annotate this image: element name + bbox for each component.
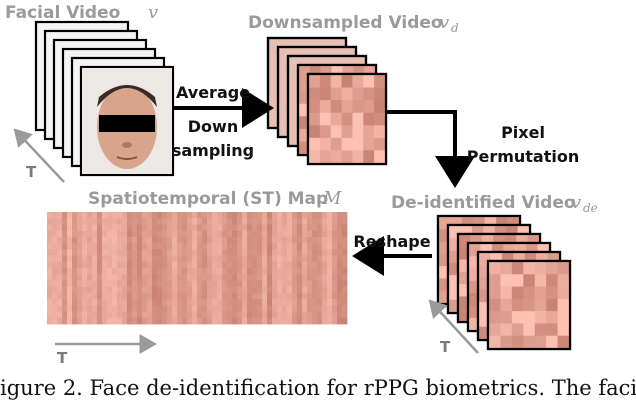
facial-video-label: Facial Video v xyxy=(5,2,158,23)
svg-text:De-identified Video: De-identified Video xyxy=(391,193,576,213)
svg-text:M: M xyxy=(322,188,342,209)
svg-text:v: v xyxy=(571,192,581,213)
svg-text:sampling: sampling xyxy=(172,141,254,160)
downsampled-video-stack xyxy=(266,36,388,166)
facial-video-stack xyxy=(34,20,175,177)
svg-text:T: T xyxy=(26,163,37,181)
svg-text:Downsampled Video: Downsampled Video xyxy=(248,13,443,33)
svg-text:de: de xyxy=(583,201,598,215)
average-downsampling-arrow: Average Down sampling xyxy=(172,83,274,160)
time-axis-deidentified: T xyxy=(428,299,479,356)
svg-text:Permutation: Permutation xyxy=(467,147,580,166)
downsampled-video-label: Downsampled Video v d xyxy=(248,12,459,35)
reshape-arrow: Reshape xyxy=(352,232,432,276)
svg-text:Facial Video: Facial Video xyxy=(5,3,120,23)
svg-text:Pixel: Pixel xyxy=(501,123,545,142)
svg-text:Spatiotemporal (ST) Map: Spatiotemporal (ST) Map xyxy=(88,189,328,209)
st-map-label: Spatiotemporal (ST) Map M xyxy=(88,188,342,209)
figure-caption: igure 2. Face de-identification for rPPG… xyxy=(0,376,636,400)
deidentified-video-label: De-identified Video v de xyxy=(391,192,598,215)
svg-text:Reshape: Reshape xyxy=(353,232,430,251)
svg-text:T: T xyxy=(440,338,451,356)
st-map-image xyxy=(47,212,348,325)
svg-text:Down: Down xyxy=(188,117,238,136)
deidentified-video-stack xyxy=(436,214,572,351)
svg-text:Average: Average xyxy=(176,83,250,102)
time-axis-facial: T xyxy=(13,128,65,183)
svg-text:v: v xyxy=(148,2,158,23)
svg-text:d: d xyxy=(451,21,459,35)
time-axis-st-map: T xyxy=(55,334,157,367)
svg-text:T: T xyxy=(57,349,68,367)
pixel-permutation-arrow: Pixel Permutation xyxy=(385,110,580,188)
svg-text:v: v xyxy=(439,12,449,33)
